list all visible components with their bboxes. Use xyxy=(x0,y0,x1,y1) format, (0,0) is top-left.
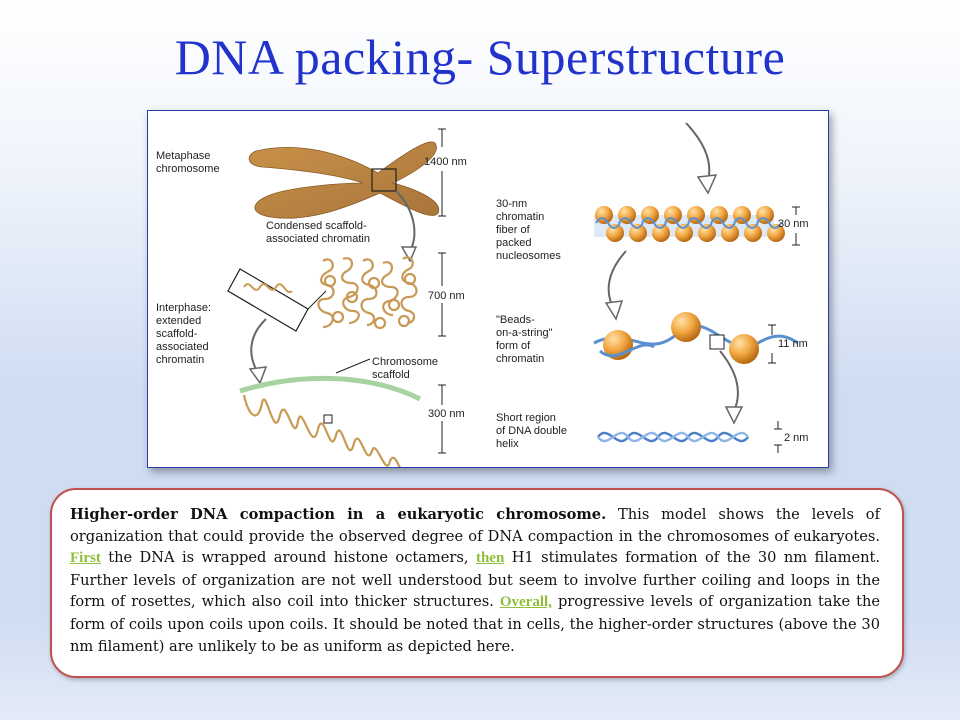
nucleosome xyxy=(698,224,716,242)
caption-text-2: the DNA is wrapped around histone octame… xyxy=(100,549,476,567)
linker-dna xyxy=(733,217,759,229)
measure-30: 30 nm xyxy=(778,218,809,230)
scaffold-strip xyxy=(239,375,422,402)
figure-svg: Metaphase chromosome 1400 nm Condensed s… xyxy=(156,122,809,467)
caption-heading: Higher-order DNA compaction in a eukaryo… xyxy=(70,506,607,523)
label-beads-3: form of xyxy=(496,340,531,352)
nucleosome xyxy=(652,224,670,242)
condensed-rosettes xyxy=(317,256,418,330)
linker-dna xyxy=(756,217,782,229)
linker-dna xyxy=(664,217,690,229)
label-scaffold-1: Chromosome xyxy=(372,356,438,368)
scale-700 xyxy=(438,252,446,337)
nucleosome xyxy=(629,224,647,242)
nucleosome xyxy=(675,224,693,242)
label-condensed-1: Condensed scaffold- xyxy=(266,220,367,232)
caption-overall: Overall, xyxy=(499,594,552,611)
measure-11: 11 nm xyxy=(778,338,808,350)
label-dna-3: helix xyxy=(496,438,519,450)
label-interphase-5: chromatin xyxy=(156,354,204,366)
label-fiber-3: fiber of xyxy=(496,224,531,236)
beads-on-string xyxy=(593,312,799,364)
label-fiber-2: chromatin xyxy=(496,211,544,223)
dna-packing-figure: Metaphase chromosome 1400 nm Condensed s… xyxy=(147,110,829,468)
caption-text-4: progressive levels of organization take … xyxy=(70,593,880,655)
loop-zoom-box xyxy=(227,268,327,332)
caption-text: Higher-order DNA compaction in a eukaryo… xyxy=(70,504,880,657)
dna-double-helix xyxy=(597,431,749,443)
linker-dna xyxy=(687,217,713,229)
label-interphase-1: Interphase: xyxy=(156,302,211,314)
nucleosome xyxy=(744,224,762,242)
caption-then: then xyxy=(475,550,505,567)
label-interphase-4: associated xyxy=(156,341,209,353)
measure-700: 700 nm xyxy=(428,290,465,302)
caption-box: Higher-order DNA compaction in a eukaryo… xyxy=(50,488,904,678)
fiber-30nm xyxy=(594,206,785,242)
measure-300: 300 nm xyxy=(428,408,465,420)
label-condensed-2: associated chromatin xyxy=(266,233,370,245)
linker-dna xyxy=(595,217,621,229)
chromatin-loops xyxy=(242,394,401,467)
measure-2: 2 nm xyxy=(784,432,808,444)
slide-title: DNA packing- Superstructure xyxy=(174,29,786,85)
label-dna-1: Short region xyxy=(496,412,556,424)
label-fiber-4: packed xyxy=(496,237,531,249)
scale-11 xyxy=(768,324,776,364)
scale-2 xyxy=(774,421,782,453)
label-beads-1: "Beads- xyxy=(496,314,535,326)
caption-first: First xyxy=(70,550,101,567)
scale-1400 xyxy=(438,128,446,217)
label-scaffold-2: scaffold xyxy=(372,369,410,381)
nucleosome xyxy=(767,224,785,242)
label-beads-4: chromatin xyxy=(496,353,544,365)
label-dna-2: of DNA double xyxy=(496,425,567,437)
label-interphase-2: extended xyxy=(156,315,201,327)
label-metaphase-2: chromosome xyxy=(156,163,220,175)
label-beads-2: on-a-string" xyxy=(496,327,553,339)
measure-1400: 1400 nm xyxy=(424,156,467,168)
label-metaphase-1: Metaphase xyxy=(156,150,210,162)
label-fiber-1: 30-nm xyxy=(496,198,527,210)
linker-dna xyxy=(710,217,736,229)
caption-text-1: This model shows the levels of organizat… xyxy=(70,506,880,545)
linker-dna xyxy=(618,217,644,229)
scale-300 xyxy=(438,384,446,454)
nucleosome xyxy=(721,224,739,242)
metaphase-chromosome xyxy=(248,141,440,219)
scale-30 xyxy=(792,206,800,246)
linker-dna xyxy=(641,217,667,229)
caption-text-3: H1 stimulates formation of the 30 nm fil… xyxy=(70,549,880,611)
nucleosome xyxy=(606,224,624,242)
label-interphase-3: scaffold- xyxy=(156,328,198,340)
label-fiber-5: nucleosomes xyxy=(496,250,561,262)
